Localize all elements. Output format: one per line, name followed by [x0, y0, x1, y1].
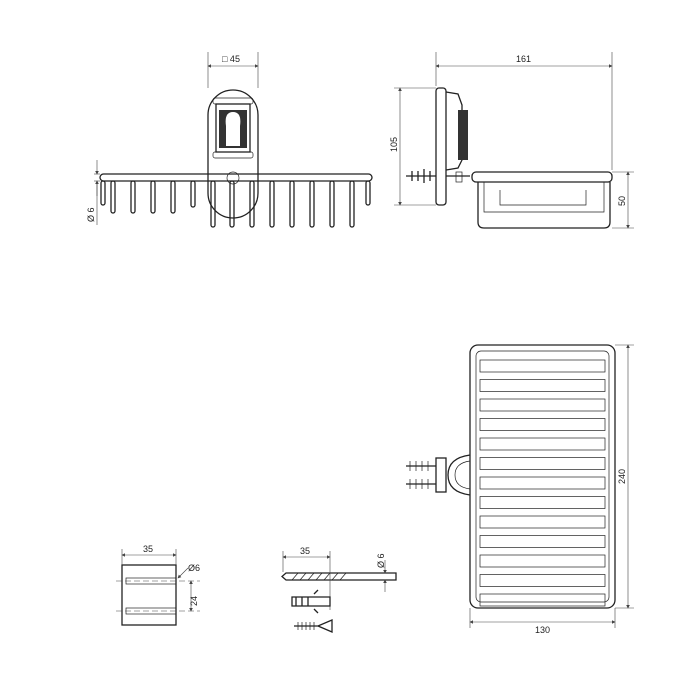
dim-label-drill-35: 35	[300, 546, 310, 556]
basket-tine	[269, 180, 275, 228]
basket-slats	[479, 359, 606, 607]
side-screw	[406, 169, 436, 183]
basket-tine	[100, 180, 106, 206]
basket-tine	[170, 180, 176, 214]
top-view: 240 130	[406, 344, 634, 635]
basket-slat	[479, 418, 606, 431]
dim-label-50: 50	[617, 196, 627, 206]
basket-slat	[479, 574, 606, 587]
basket-tine	[210, 180, 216, 228]
wall-plate	[207, 89, 259, 219]
basket-rail	[99, 173, 373, 182]
dim-label-drill-diameter: Ø 6	[376, 553, 386, 568]
dim-label-161: 161	[516, 54, 531, 64]
basket-tine	[249, 180, 255, 228]
basket-tines	[100, 180, 371, 228]
side-wall-plate	[435, 87, 447, 206]
front-view: □ 45 Ø 6	[86, 52, 373, 228]
dim-label-block-35: 35	[143, 544, 153, 554]
basket-slat	[479, 398, 606, 412]
basket-tine	[110, 180, 116, 214]
top-basket-outer	[469, 344, 616, 609]
basket-tine	[130, 180, 136, 214]
dim-label-hole-6: Ø6	[188, 563, 200, 573]
basket-tine	[190, 180, 196, 208]
basket-tine	[289, 180, 295, 228]
side-basket-rim	[471, 171, 613, 183]
basket-slat	[479, 379, 606, 392]
basket-slat	[479, 476, 606, 490]
screw	[294, 619, 333, 633]
basket-tine	[150, 180, 156, 214]
drill-bit	[281, 572, 397, 581]
drill-and-hardware: 35 Ø 6	[281, 546, 397, 633]
basket-tine	[365, 180, 371, 206]
dim-label-45: □ 45	[222, 54, 240, 64]
dim-label-240: 240	[617, 469, 627, 484]
side-basket-body	[477, 182, 611, 229]
wall-plug	[291, 589, 331, 614]
basket-slat	[479, 535, 606, 548]
dim-label-diameter-6: Ø 6	[86, 207, 96, 222]
basket-slat	[479, 437, 606, 451]
side-view: 161 105 50	[389, 52, 634, 229]
top-wall-plugs	[409, 461, 429, 489]
top-bracket	[447, 454, 471, 496]
mounting-block-section: 35 Ø6 24	[116, 544, 200, 626]
basket-slat	[479, 496, 606, 509]
basket-slat	[479, 457, 606, 470]
hatched-block	[121, 564, 177, 626]
dim-label-24: 24	[189, 596, 199, 606]
basket-slat	[479, 359, 606, 373]
basket-slat	[479, 515, 606, 529]
basket-tine	[349, 180, 355, 228]
basket-slat	[479, 554, 606, 568]
dim-label-130: 130	[535, 625, 550, 635]
basket-tine	[309, 180, 315, 228]
basket-slat	[479, 593, 606, 607]
basket-tine	[329, 180, 335, 228]
basket-tine	[229, 180, 235, 228]
figure-icon	[225, 112, 241, 146]
dim-label-105: 105	[389, 137, 399, 152]
